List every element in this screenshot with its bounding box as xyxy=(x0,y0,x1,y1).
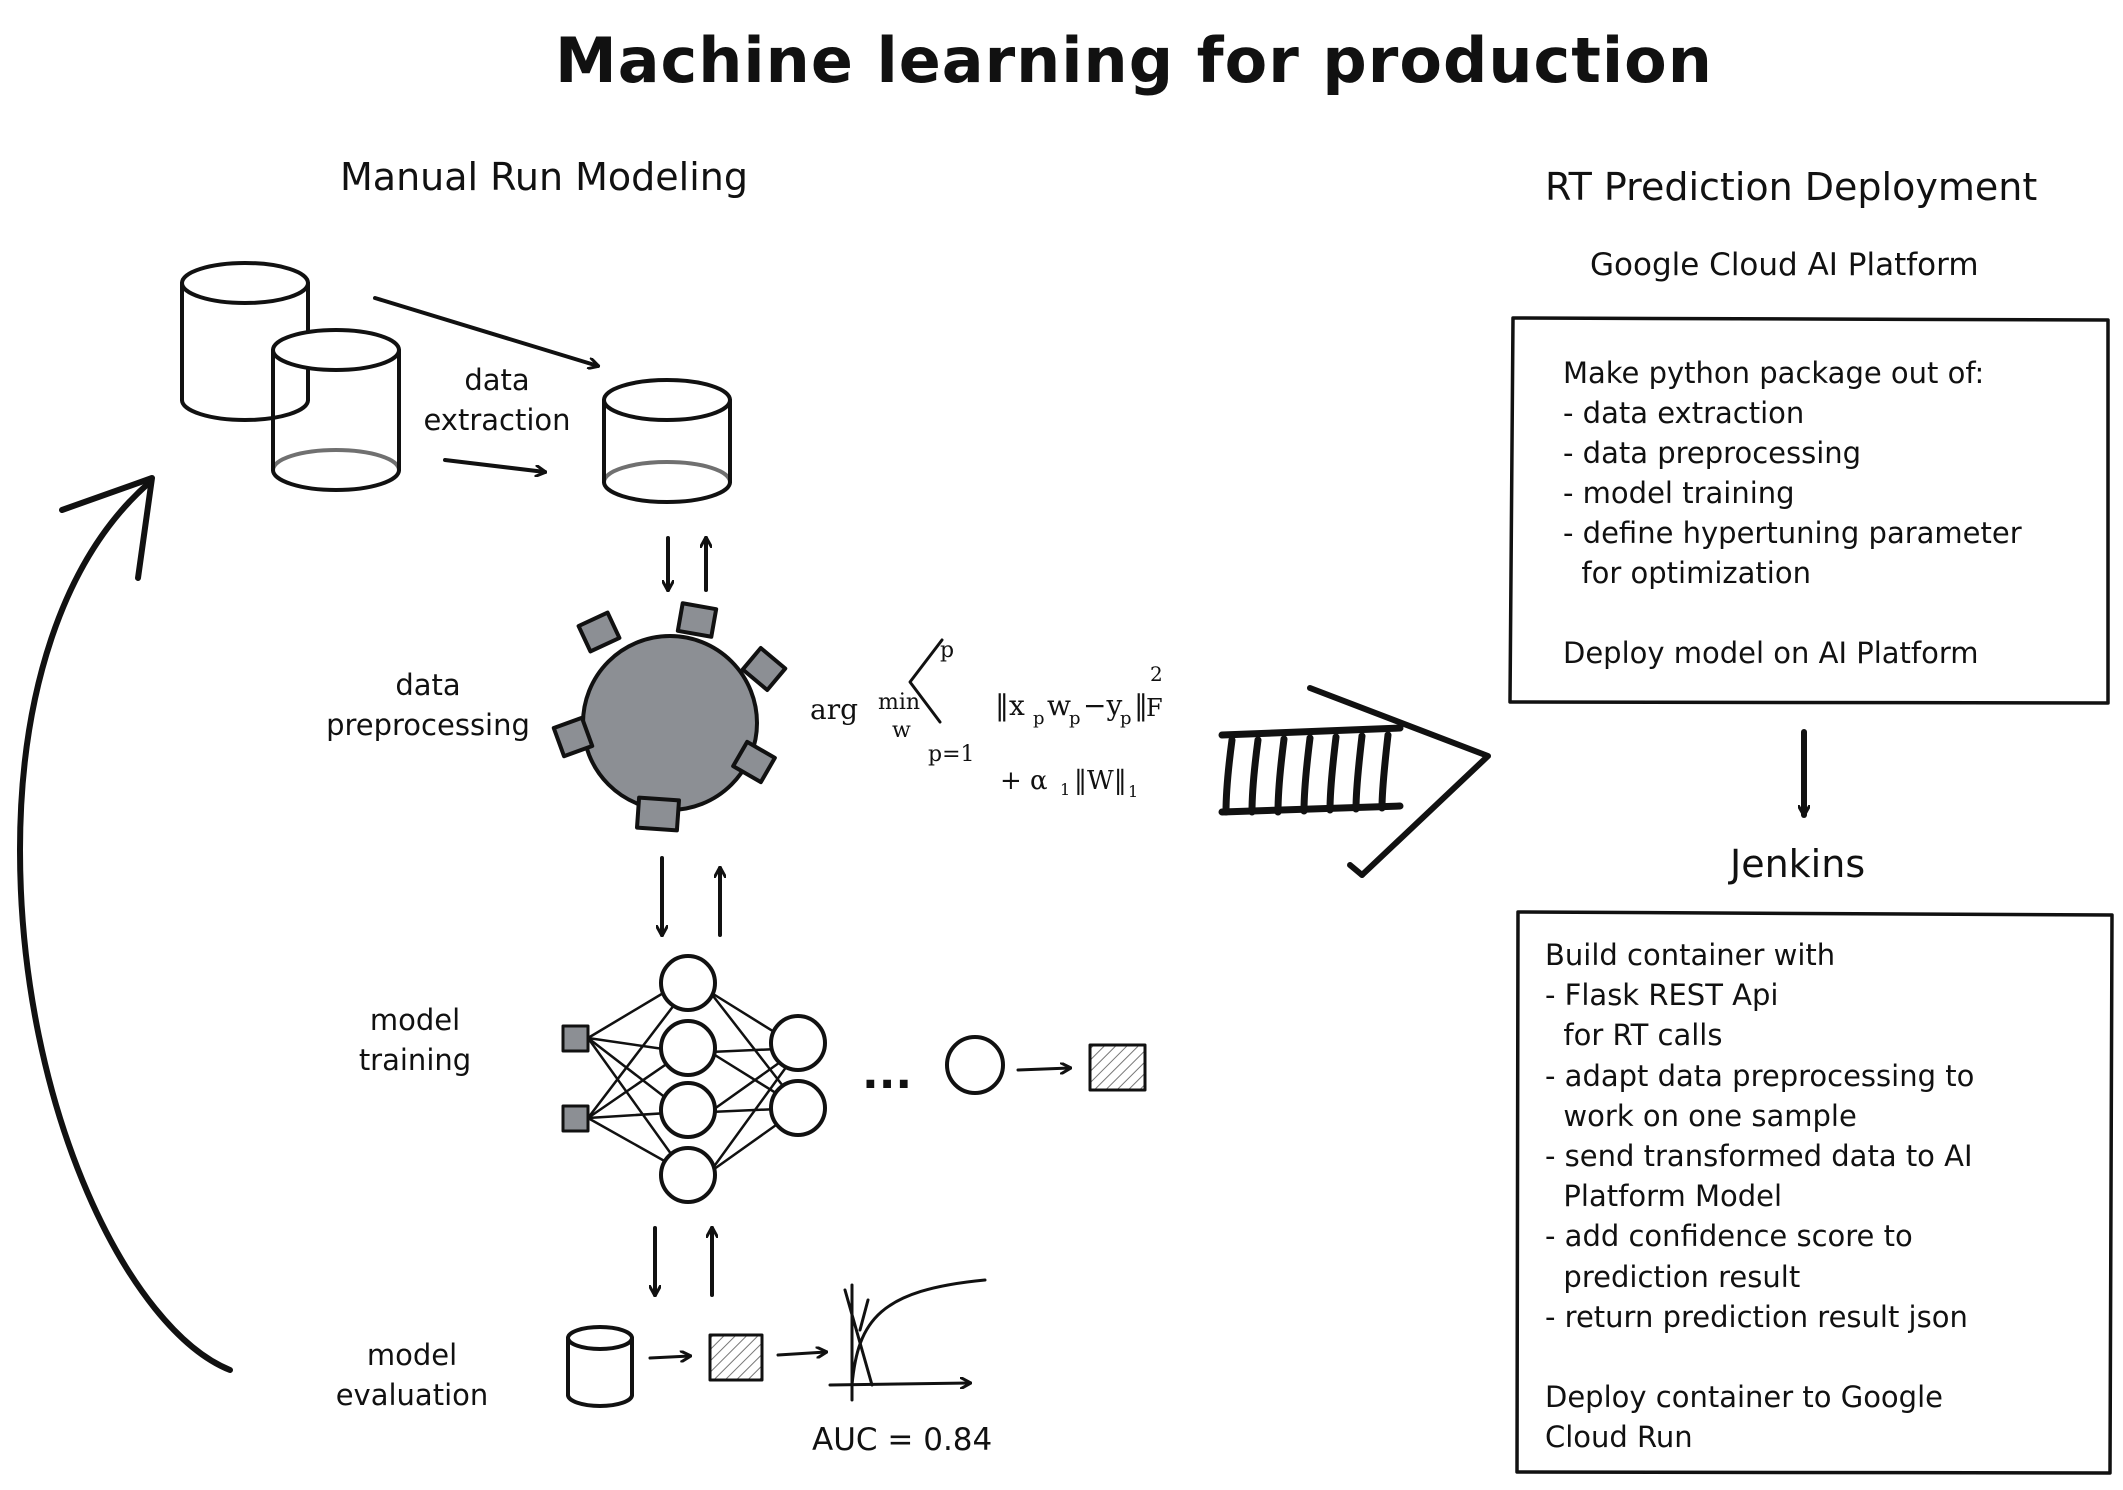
formula-min: min xyxy=(878,690,921,715)
eval-arrow-2 xyxy=(776,1352,826,1355)
label-model-training: model training xyxy=(358,1003,472,1078)
deployment-arrow xyxy=(1218,685,1491,878)
formula-min-var: w xyxy=(892,718,911,743)
output-box-icon xyxy=(1088,1043,1147,1092)
formula-norm-close: ‖ xyxy=(1134,689,1148,722)
extraction-arrow-top xyxy=(373,296,598,366)
label-model-evaluation: model evaluation xyxy=(335,1338,489,1413)
ai-platform-box xyxy=(1508,316,2110,705)
box1-line: - define hypertuning parameter xyxy=(1563,516,2022,550)
jenkins-box xyxy=(1515,910,2114,1475)
feedback-loop-arrow xyxy=(17,479,233,1373)
eval-box-icon xyxy=(708,1333,764,1382)
box1-line xyxy=(1563,593,2022,633)
box1-line: - data preprocessing xyxy=(1563,436,1862,470)
box2-line: Cloud Run xyxy=(1545,1420,1693,1455)
summation-icon xyxy=(908,638,944,724)
formula-frobenius: F xyxy=(1146,694,1163,722)
eval-database-icon xyxy=(566,1325,634,1408)
eval-arrow-1 xyxy=(648,1356,690,1358)
box2-line: - Flask REST Api xyxy=(1545,978,1779,1013)
platform-heading: Google Cloud AI Platform xyxy=(1590,247,1979,283)
output-arrow xyxy=(1016,1068,1070,1070)
box1-line: Deploy model on AI Platform xyxy=(1563,636,1979,670)
box2-line: work on one sample xyxy=(1545,1098,1857,1133)
source-database-icon xyxy=(180,261,310,422)
formula-reg-sub: 1 xyxy=(1060,780,1071,799)
label-data-extraction: data extraction xyxy=(423,363,571,438)
box2-line: - return prediction result json xyxy=(1545,1299,1968,1334)
box1-line: - model training xyxy=(1563,476,1795,510)
roc-curve-icon xyxy=(828,1278,987,1402)
formula-y-sub: p xyxy=(1120,708,1132,729)
formula-arg: arg xyxy=(810,693,859,726)
formula-upper-limit: p xyxy=(940,638,955,663)
formula-reg: + α xyxy=(1000,766,1048,796)
manual-run-heading: Manual Run Modeling xyxy=(340,155,748,199)
formula-exponent: 2 xyxy=(1150,662,1163,686)
auc-label: AUC = 0.84 xyxy=(812,1422,993,1458)
formula-reg-norm: ‖W‖ xyxy=(1074,766,1127,796)
box2-line: Build container with xyxy=(1545,938,1836,972)
formula-lower-limit: p=1 xyxy=(928,742,975,767)
output-node-icon xyxy=(945,1035,1005,1095)
formula-x-sub: p xyxy=(1033,708,1045,729)
box2-line: - adapt data preprocessing to xyxy=(1545,1058,1975,1093)
formula-minus-y: −y xyxy=(1083,689,1123,722)
jenkins-box-text: Build container with - Flask REST Api fo… xyxy=(1545,935,1974,1457)
ellipsis: ... xyxy=(862,1048,913,1099)
extracted-database-icon xyxy=(602,378,732,504)
extraction-arrow-bottom xyxy=(443,458,545,472)
ai-platform-box-text: Make python package out of: - data extra… xyxy=(1563,353,2022,673)
jenkins-heading: Jenkins xyxy=(1730,842,1866,886)
box1-line: for optimization xyxy=(1563,556,1811,590)
label-data-preprocessing: data preprocessing xyxy=(326,668,530,743)
formula-norm-x: ‖x xyxy=(995,689,1025,722)
preprocessing-table-icon xyxy=(551,601,788,833)
formula-w: w xyxy=(1047,689,1071,722)
box2-line: prediction result xyxy=(1545,1259,1801,1294)
box2-line xyxy=(1545,1337,1974,1377)
formula-w-sub: p xyxy=(1069,708,1081,729)
source-database-2-icon xyxy=(271,328,401,492)
box2-line: - add confidence score to xyxy=(1545,1219,1913,1254)
box2-line: for RT calls xyxy=(1545,1018,1723,1053)
rt-deployment-heading: RT Prediction Deployment xyxy=(1545,165,2038,209)
box2-line: Deploy container to Google xyxy=(1545,1380,1943,1415)
formula-reg-norm-sub: 1 xyxy=(1128,782,1139,801)
feedback-loop-head xyxy=(59,475,155,581)
neural-network-icon xyxy=(561,954,827,1204)
box1-line: Make python package out of: xyxy=(1563,356,1985,390)
box2-line: Platform Model xyxy=(1545,1179,1783,1214)
page-title: Machine learning for production xyxy=(555,24,1713,97)
box1-line: - data extraction xyxy=(1563,396,1805,430)
box2-line: - send transformed data to AI xyxy=(1545,1138,1973,1173)
